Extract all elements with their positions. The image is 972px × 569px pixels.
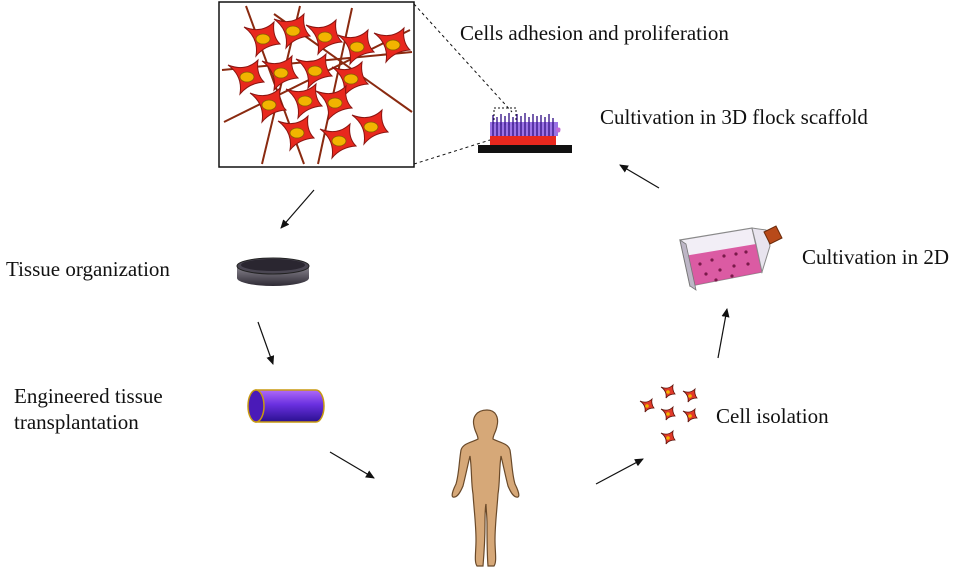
label-cultivation-3d: Cultivation in 3D flock scaffold	[600, 105, 868, 129]
isolated-cells-icon	[639, 384, 698, 445]
cycle-arrows	[257, 164, 730, 485]
label-cells-adhesion: Cells adhesion and proliferation	[460, 21, 729, 45]
label-engineered-line2: transplantation	[14, 410, 139, 434]
tissue-tube-icon	[247, 389, 325, 423]
petri-dish-icon	[236, 257, 310, 286]
label-tissue-organization: Tissue organization	[6, 257, 170, 281]
arrow-to-tissue-organization	[280, 189, 315, 229]
label-engineered-line1: Engineered tissue	[14, 384, 163, 408]
arrow-to-human	[329, 451, 375, 479]
arrow-to-2d-cultivation	[717, 308, 730, 359]
label-cultivation-2d: Cultivation in 2D	[802, 245, 949, 269]
human-body-icon	[451, 409, 520, 567]
arrow-to-cell-isolation	[595, 458, 644, 485]
flock-scaffold-icon	[478, 113, 572, 153]
arrow-to-3d-scaffold	[619, 164, 660, 189]
cells-on-fibers-magnified-icon	[218, 1, 415, 168]
arrow-to-engineered-tissue	[257, 321, 275, 365]
label-cell-isolation: Cell isolation	[716, 404, 829, 428]
culture-flask-icon	[679, 225, 783, 291]
